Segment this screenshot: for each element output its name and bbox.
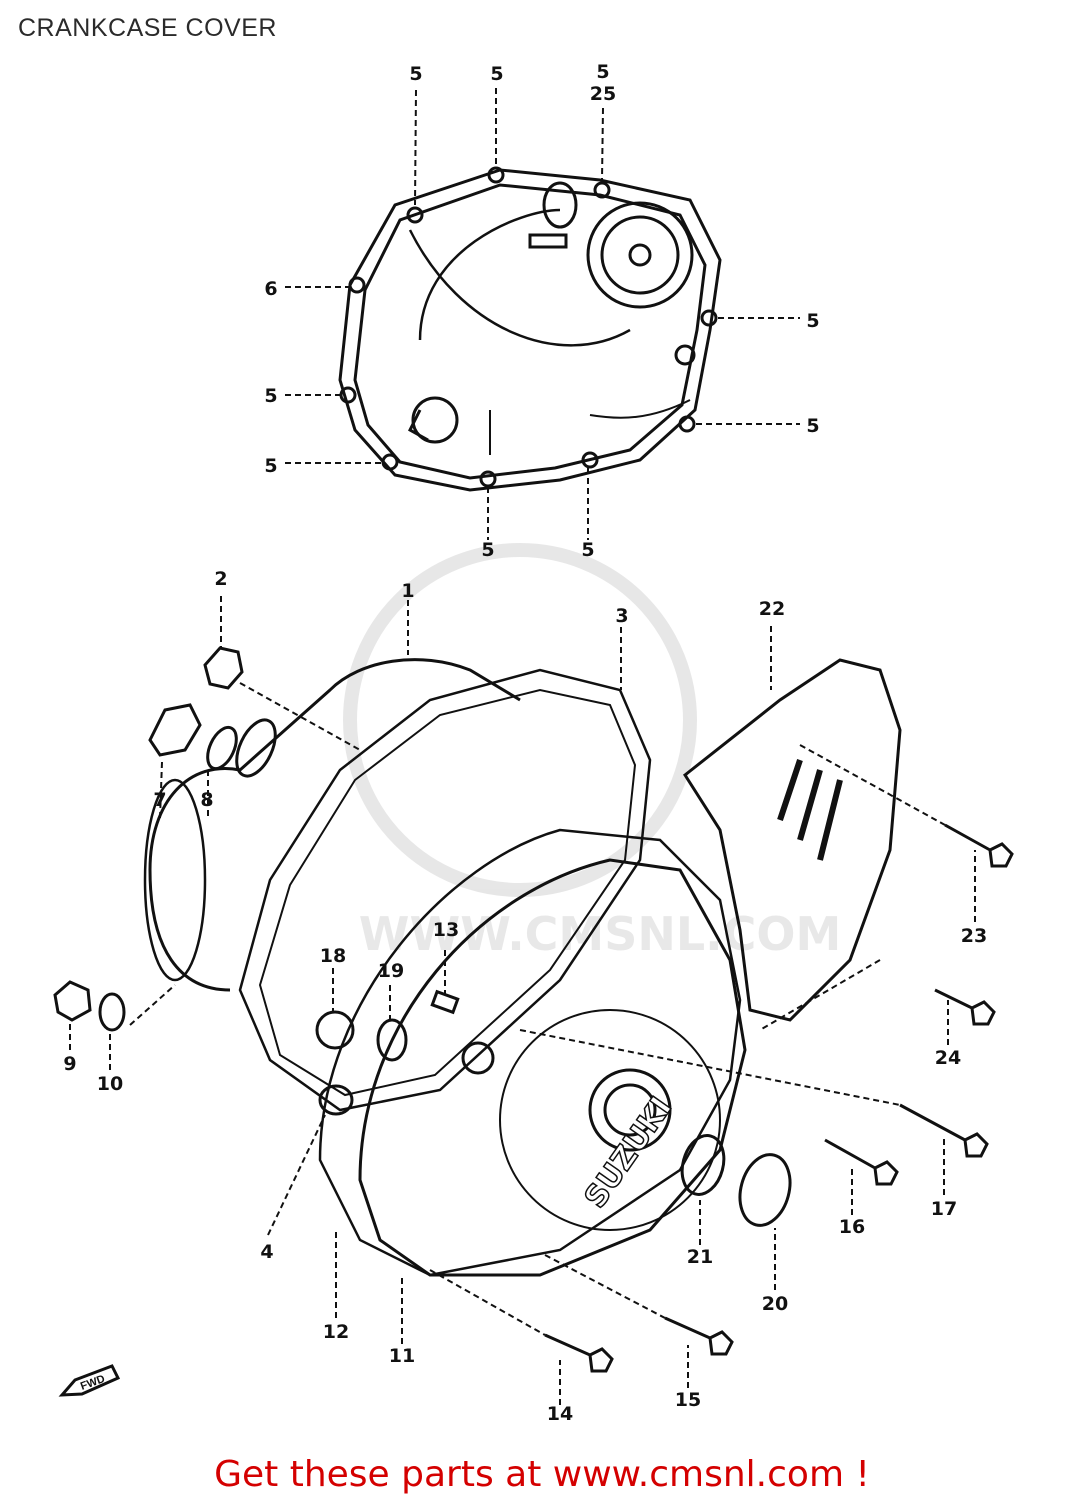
suzuki-logo-text: SUZUKI	[578, 1091, 679, 1215]
callout-24: 24	[935, 1047, 961, 1069]
callout-16: 16	[839, 1216, 865, 1238]
callout-5: 5	[490, 63, 503, 85]
callout-5: 5	[264, 385, 277, 407]
callout-5: 5	[581, 539, 594, 561]
callout-5: 5	[806, 415, 819, 437]
callout-5: 5	[596, 61, 609, 83]
watermark-text: WWW.CMSNL.COM	[359, 907, 842, 961]
callout-labels: 5 5 5 25 6 5 5 5 5 5 5 2 1 3 22 7 8 23 1…	[63, 61, 987, 1425]
get-parts-link[interactable]: Get these parts at www.cmsnl.com !	[214, 1454, 870, 1495]
callout-3: 3	[615, 605, 628, 627]
callout-2: 2	[214, 568, 227, 590]
callout-23: 23	[961, 925, 987, 947]
watermark-logo: WWW.CMSNL.COM	[343, 543, 842, 961]
clutch-cover	[338, 166, 722, 492]
callout-5: 5	[264, 455, 277, 477]
callout-5: 5	[409, 63, 422, 85]
callout-14: 14	[547, 1403, 573, 1425]
callout-19: 19	[378, 960, 404, 982]
callout-8: 8	[200, 789, 213, 811]
callout-13: 13	[433, 919, 459, 941]
fwd-arrow-icon	[58, 1364, 121, 1397]
callout-10: 10	[97, 1073, 123, 1095]
callout-5: 5	[806, 310, 819, 332]
page-title: CRANKCASE COVER	[18, 14, 277, 42]
callout-5: 5	[481, 539, 494, 561]
crankcase-cover-assembly: SUZUKI FWD	[53, 646, 1014, 1397]
callout-15: 15	[675, 1389, 701, 1411]
callout-1: 1	[401, 580, 414, 602]
callout-21: 21	[687, 1246, 713, 1268]
callout-22: 22	[759, 598, 785, 620]
callout-11: 11	[389, 1345, 415, 1367]
callout-25: 25	[590, 83, 616, 105]
callout-18: 18	[320, 945, 346, 967]
callout-6: 6	[264, 278, 277, 300]
callout-12: 12	[323, 1321, 349, 1343]
callout-17: 17	[931, 1198, 957, 1220]
callout-4: 4	[260, 1241, 273, 1263]
leader-lines-upper	[285, 88, 800, 540]
callout-9: 9	[63, 1053, 76, 1075]
callout-20: 20	[762, 1293, 788, 1315]
callout-7: 7	[153, 789, 166, 811]
leader-lines-lower	[69, 596, 976, 1405]
